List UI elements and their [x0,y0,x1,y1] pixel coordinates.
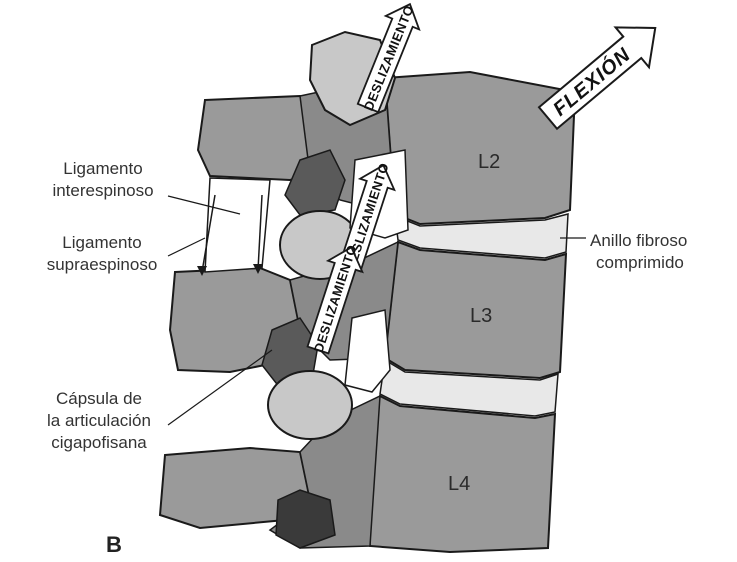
label-capsula-articulacion: Cápsula de la articulación cigapofisana [28,388,170,454]
l4-label: L4 [448,473,470,495]
label-line: comprimido [590,252,730,274]
label-line: la articulación [28,410,170,432]
panel-letter: B [106,532,122,558]
label-line: Anillo fibroso [590,230,730,252]
l2-vertebral-body [385,72,575,224]
flexion-label: FLEXIÓN [548,42,635,121]
articular-process-low [268,371,352,439]
l2-label: L2 [478,151,500,173]
label-line: interespinoso [36,180,170,202]
l3-label: L3 [470,305,492,327]
leader-supraespinoso [168,238,205,256]
label-line: cigapofisana [28,432,170,454]
label-ligamento-interespinoso: Ligamento interespinoso [36,158,170,202]
label-line: supraespinoso [34,254,170,276]
label-line: Cápsula de [28,388,170,410]
label-ligamento-supraespinoso: Ligamento supraespinoso [34,232,170,276]
flexion-arrow: FLEXIÓN [531,8,672,138]
label-anillo-fibroso: Anillo fibroso comprimido [590,230,730,274]
label-line: Ligamento [34,232,170,254]
label-line: Ligamento [36,158,170,180]
